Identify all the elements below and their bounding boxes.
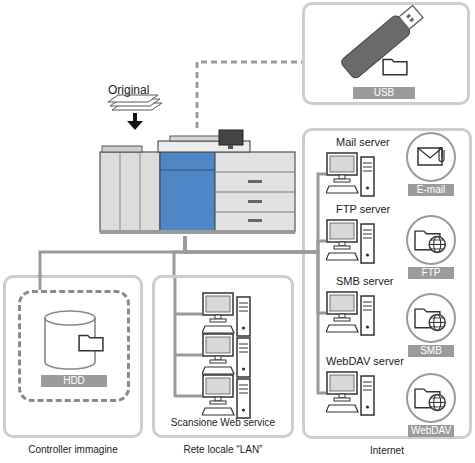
copier-machine-part — [102, 146, 142, 152]
copier-machine-part — [228, 145, 233, 149]
node-label: Mail server — [336, 136, 390, 149]
lan-computers-part — [202, 334, 250, 377]
node-label: Controller immagine — [6, 443, 140, 456]
service-circle: WebDAV — [404, 373, 458, 439]
original-paper-stack-part — [127, 121, 143, 130]
usb-stick-part-part — [340, 14, 412, 80]
server-computers-part — [326, 372, 374, 415]
copier-machine-part — [215, 212, 295, 213]
copier-machine — [100, 130, 295, 234]
service-icons-part — [439, 148, 444, 162]
circle-outline — [407, 133, 455, 181]
usb-stick-part — [340, 2, 426, 80]
copier-machine-part — [140, 152, 141, 232]
lan-computers-part — [202, 293, 250, 336]
node-label: FTP server — [336, 203, 390, 216]
usb-stick-part-part — [399, 5, 423, 29]
hdd-cylinder — [45, 311, 103, 369]
node-label: WebDAV server — [326, 355, 404, 368]
usb-stick-part-part — [406, 14, 411, 19]
lan-computers-part — [175, 354, 202, 357]
copier-machine-part — [248, 200, 262, 203]
label-bar: WebDAV — [408, 425, 454, 437]
copier-machine-part — [120, 152, 121, 232]
service-icons-part — [415, 389, 445, 410]
lan-computers-part — [175, 313, 202, 316]
copier-machine-part — [160, 170, 215, 171]
copier-node: Original — [100, 128, 295, 236]
hdd-box: HDD — [18, 290, 130, 402]
label-bar: USB — [353, 87, 415, 99]
usb-stick-part — [383, 60, 407, 75]
service-circle: SMB — [404, 293, 458, 359]
service-circle: E-mail — [404, 132, 458, 198]
copier-machine-part — [215, 192, 295, 193]
server-computers-part — [326, 153, 374, 196]
circle-outline — [407, 374, 455, 422]
node-label: Original — [108, 84, 168, 97]
copier-machine-part — [219, 130, 243, 145]
usb-stick-part-part — [409, 17, 414, 22]
copier-machine-part — [160, 152, 215, 232]
lan-computers-part — [174, 275, 177, 397]
controller-box: Controller immagineHDD — [3, 275, 143, 438]
label-bar: E-mail — [408, 184, 454, 196]
circle-outline — [407, 294, 455, 342]
usb-box: USB — [302, 2, 470, 105]
label-bar: HDD — [41, 375, 107, 387]
copier-machine-part — [248, 219, 262, 222]
server-node: FTP server — [322, 203, 402, 267]
lan-computers-part — [202, 375, 250, 418]
dashed-connector — [197, 62, 302, 128]
copier-machine-part — [215, 152, 295, 232]
lan-computers — [175, 275, 250, 418]
node-label: Rete locale “LAN” — [155, 443, 291, 456]
service-icons-part — [415, 231, 445, 252]
lan-box: Scansione Web serviceRete locale “LAN” — [152, 275, 294, 438]
server-computers-part — [326, 220, 374, 263]
service-circle: FTP — [404, 215, 458, 281]
server-node: WebDAV server — [322, 355, 402, 419]
hdd-cylinder-part — [45, 311, 95, 325]
lan-computers-part — [175, 395, 202, 398]
network-wire — [174, 236, 185, 275]
original-paper-stack-part — [133, 113, 137, 122]
copier-machine-part — [100, 152, 160, 232]
server-node: Mail server — [322, 136, 402, 200]
label-bar: FTP — [408, 267, 454, 279]
server-computers-part — [326, 292, 374, 335]
usb-stick — [340, 2, 426, 80]
network-wire — [40, 236, 185, 290]
original-paper-stack — [108, 95, 162, 130]
node-label: Internet — [305, 444, 469, 457]
copier-machine-part — [100, 230, 295, 234]
server-node: SMB server — [322, 275, 402, 339]
copier-machine-part — [215, 172, 295, 173]
circle-outline — [407, 216, 455, 264]
internet-box: InternetMail serverE-mailFTP serverFTPSM… — [302, 128, 472, 439]
service-icons-part — [415, 309, 445, 330]
node-label: Scansione Web service — [155, 416, 291, 429]
copier-machine-part — [248, 180, 262, 183]
node-label: SMB server — [336, 275, 393, 288]
hdd-cylinder-part — [79, 336, 103, 351]
label-bar: SMB — [408, 345, 454, 357]
